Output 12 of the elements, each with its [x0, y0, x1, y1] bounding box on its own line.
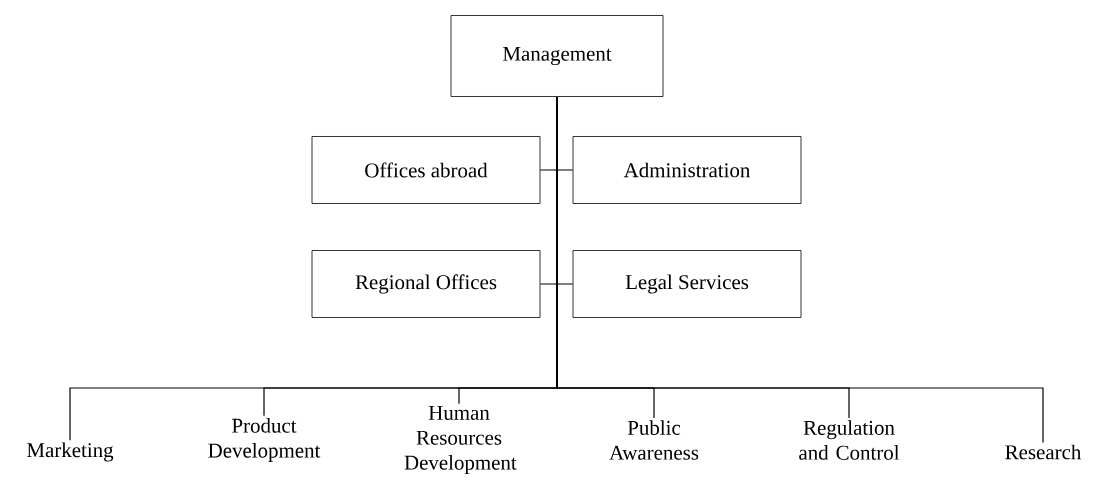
org-box: Management: [450, 15, 664, 97]
department-label: Human Resources Development: [404, 406, 517, 474]
department-label: Marketing: [27, 442, 114, 462]
org-box: Offices abroad: [311, 136, 541, 204]
org-box: Legal Services: [572, 250, 802, 318]
org-box: Regional Offices: [311, 250, 541, 318]
department-label: Research: [1005, 444, 1082, 460]
department-label: Regulation and Control: [799, 420, 900, 460]
department-label: Product Development: [208, 418, 321, 462]
department-label: Public Awareness: [609, 420, 699, 460]
connector-line: [556, 96, 1044, 444]
org-box: Administration: [572, 136, 802, 204]
